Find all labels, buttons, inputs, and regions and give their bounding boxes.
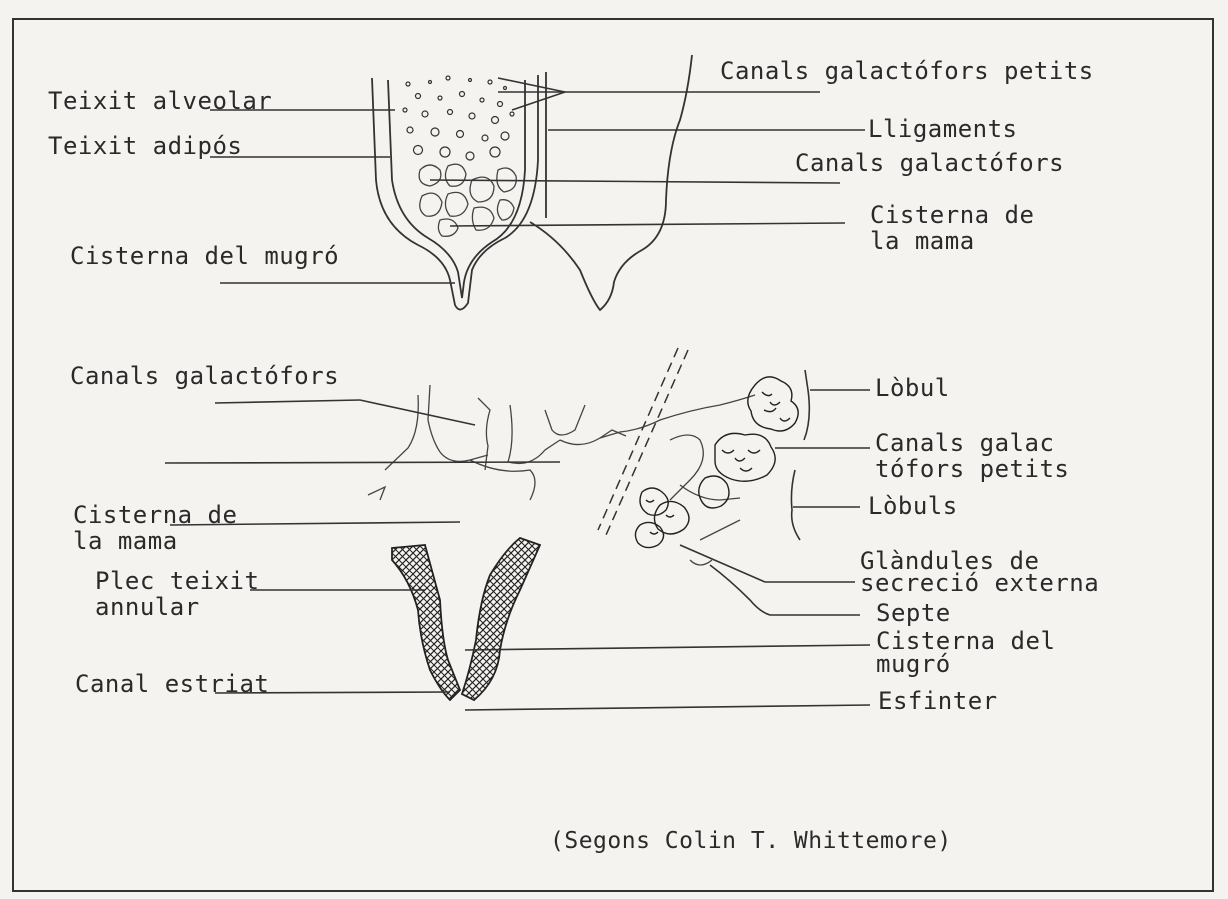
label-canal-estriat: Canal estriat <box>75 671 269 697</box>
source-caption: (Segons Colin T. Whittemore) <box>550 828 952 854</box>
label-cisterna-de-la-mama-top: Cisterna de la mama <box>870 202 1034 254</box>
label-lligaments: Lligaments <box>868 116 1018 142</box>
label-canals-galactofors-top: Canals galactófors <box>795 150 1064 176</box>
label-canals-galactofors-bottom: Canals galactófors <box>70 363 339 389</box>
label-esfinter: Esfinter <box>878 688 998 714</box>
label-canals-galactofors-petits-top: Canals galactófors petits <box>720 58 1094 84</box>
label-teixit-adipos: Teixit adipós <box>48 133 242 159</box>
label-lobul: Lòbul <box>875 375 950 401</box>
label-cisterna-del-mugro-bottom: Cisterna del mugró <box>876 630 1055 676</box>
label-plec-teixit-annular: Plec teixit annular <box>95 568 259 620</box>
label-cisterna-del-mugro-top: Cisterna del mugró <box>70 243 339 269</box>
label-lobuls: Lòbuls <box>868 493 958 519</box>
label-glandules: Glàndules de secreció externa <box>860 550 1099 594</box>
label-cisterna-de-la-mama-bottom: Cisterna de la mama <box>73 502 237 554</box>
label-teixit-alveolar: Teixit alveolar <box>48 88 272 114</box>
udder-section-cut <box>372 55 692 310</box>
label-septe: Septe <box>876 600 951 626</box>
label-canals-galac-tofors-petits: Canals galac tófors petits <box>875 430 1069 482</box>
